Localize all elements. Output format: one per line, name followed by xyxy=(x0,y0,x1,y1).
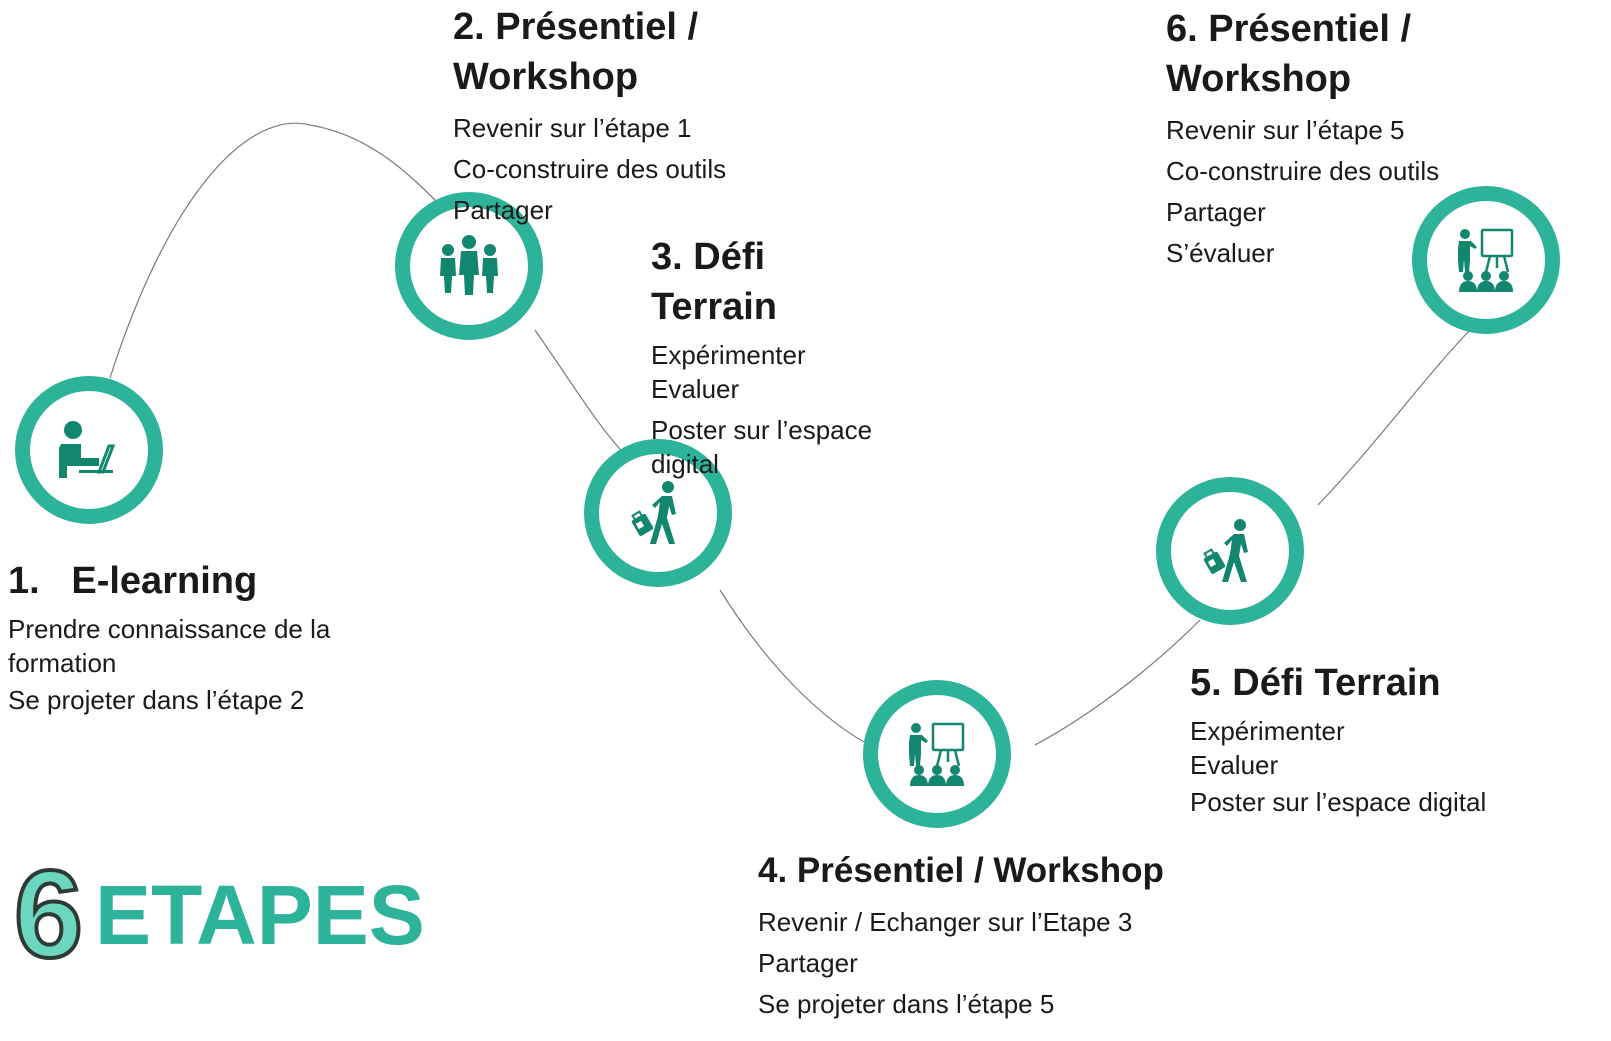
step-4-line-2: Partager xyxy=(758,948,858,978)
step-6-title: 6. Présentiel / Workshop xyxy=(1166,4,1439,104)
headline: 6 ETAPES xyxy=(12,846,425,984)
step-1-line-3: Se projeter dans l’étape 2 xyxy=(8,685,305,715)
step-2-title-line-2: Workshop xyxy=(453,56,639,98)
step-6-title-line-2: Workshop xyxy=(1166,58,1352,100)
step-2-line-1: Revenir sur l’étape 1 xyxy=(453,113,692,143)
walking-person-icon xyxy=(1203,519,1248,582)
step-6-line-3: Partager xyxy=(1166,197,1266,227)
step-6-text: 6. Présentiel / Workshop Revenir sur l’é… xyxy=(1166,4,1439,274)
step-2-line-2: Co-construire des outils xyxy=(453,154,727,184)
step-4-text: 4. Présentiel / Workshop Revenir / Echan… xyxy=(758,846,1164,1025)
step-3-line-1: Expérimenter xyxy=(651,340,806,370)
step-3-text: 3. Défi Terrain Expérimenter Evaluer Pos… xyxy=(651,232,872,481)
step-2-text: 2. Présentiel / Workshop Revenir sur l’é… xyxy=(453,2,726,231)
step-1-text: 1. E-learning Prendre connaissance de la… xyxy=(8,556,330,721)
step-5-text: 5. Défi Terrain Expérimenter Evaluer Pos… xyxy=(1190,658,1486,823)
step-4-line-3: Se projeter dans l’étape 5 xyxy=(758,989,1055,1019)
step-3-title: 3. Défi Terrain xyxy=(651,232,872,332)
headline-number: 6 xyxy=(12,846,85,984)
step-6-line-4: S’évaluer xyxy=(1166,238,1275,268)
step-3-title-line-1: 3. Défi xyxy=(651,236,766,278)
step-1-node xyxy=(15,376,163,524)
step-2-title: 2. Présentiel / Workshop xyxy=(453,2,726,102)
step-2-line-3: Partager xyxy=(453,195,553,225)
step-1-title: 1. E-learning xyxy=(8,560,258,602)
step-2-title-line-1: 2. Présentiel / xyxy=(453,6,699,48)
step-5-node xyxy=(1156,477,1304,625)
step-3-title-line-2: Terrain xyxy=(651,286,778,328)
step-3-line-4: digital xyxy=(651,449,719,479)
step-4-node xyxy=(863,680,1011,828)
step-5-line-2: Evaluer xyxy=(1190,750,1279,780)
step-5-title: 5. Défi Terrain xyxy=(1190,662,1441,704)
step-5-line-1: Expérimenter xyxy=(1190,716,1345,746)
step-6-title-line-1: 6. Présentiel / xyxy=(1166,8,1412,50)
step-4-title: 4. Présentiel / Workshop xyxy=(758,851,1164,890)
step-3-line-2: Evaluer xyxy=(651,374,740,404)
step-3-line-3: Poster sur l’espace xyxy=(651,415,873,445)
step-1-line-2: formation xyxy=(8,648,117,678)
group-of-people-icon xyxy=(440,235,498,295)
step-4-line-1: Revenir / Echanger sur l’Etape 3 xyxy=(758,907,1133,937)
presenter-with-audience-icon xyxy=(1458,228,1514,292)
presenter-with-audience-icon xyxy=(909,722,965,786)
step-6-line-1: Revenir sur l’étape 5 xyxy=(1166,115,1405,145)
step-1-line-1: Prendre connaissance de la xyxy=(8,614,331,644)
headline-word: ETAPES xyxy=(94,868,425,962)
step-6-line-2: Co-construire des outils xyxy=(1166,156,1440,186)
step-5-line-3: Poster sur l’espace digital xyxy=(1190,787,1487,817)
walking-person-icon xyxy=(631,481,676,544)
person-at-laptop-icon xyxy=(59,421,116,478)
